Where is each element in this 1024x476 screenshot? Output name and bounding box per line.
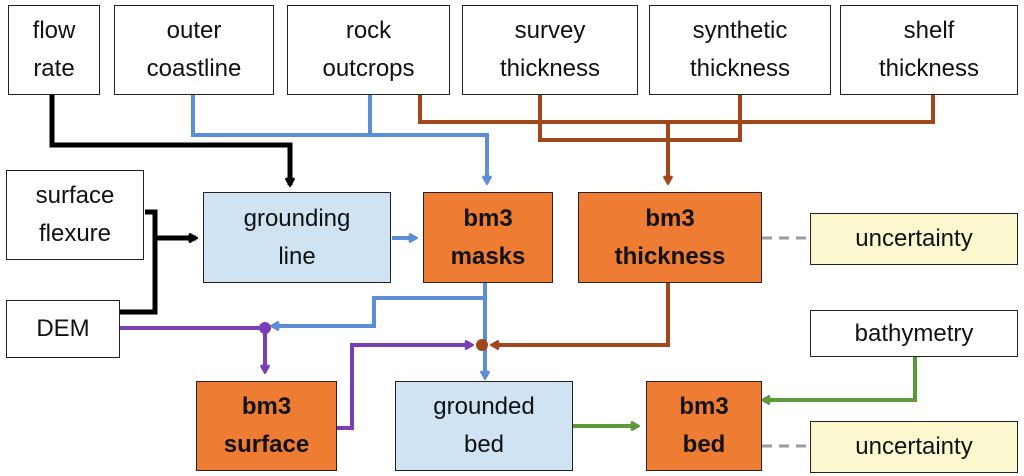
junction-dot-purple (259, 322, 271, 334)
node-grounded-bed-line2: bed (463, 431, 505, 458)
node-dem: DEM (6, 300, 120, 358)
node-outer-coastline: outer coastline (114, 5, 274, 95)
node-flow-rate: flow rate (8, 5, 100, 95)
node-grounding-line: grounding line (203, 192, 391, 283)
node-flow-rate-line2: rate (33, 55, 75, 82)
edge-flowrate-groundingline (49, 95, 290, 185)
node-survey-thickness-line1: survey (514, 17, 586, 44)
node-uncertainty-top-label: uncertainty (855, 225, 973, 252)
node-grounded-bed-line1: grounded (433, 393, 535, 420)
node-survey-thickness: survey thickness (462, 5, 638, 95)
edge-surface-junction (337, 345, 472, 430)
node-bm3-thickness: bm3 thickness (578, 192, 762, 283)
node-bm3-masks: bm3 masks (423, 192, 553, 283)
node-rock-outcrops: rock outcrops (287, 5, 450, 95)
node-bm3-surface-line2: surface (223, 431, 310, 458)
node-outer-coastline-line2: coastline (146, 55, 242, 82)
node-bm3-masks-line1: bm3 (463, 204, 513, 232)
edge-bm3thickness-junction (492, 283, 670, 345)
node-bm3-surface: bm3 surface (196, 381, 337, 471)
node-outer-coastline-line1: outer (166, 17, 222, 44)
node-uncertainty-bottom: uncertainty (810, 421, 1018, 473)
node-rock-outcrops-line2: outcrops (322, 55, 415, 82)
node-shelf-thickness-line2: thickness (878, 55, 980, 82)
node-surface-flexure-line2: flexure (38, 220, 112, 247)
junction-dot-brown (476, 339, 488, 351)
node-bm3-masks-line2: masks (450, 242, 526, 270)
edge-dem-surface (120, 326, 265, 372)
node-surface-flexure: surface flexure (6, 170, 144, 260)
node-shelf-thickness: shelf thickness (840, 5, 1018, 95)
node-uncertainty-bottom-label: uncertainty (855, 433, 973, 460)
node-rock-outcrops-line1: rock (345, 17, 392, 44)
node-uncertainty-top: uncertainty (810, 213, 1018, 265)
node-bathymetry-label: bathymetry (854, 319, 974, 347)
node-bm3-bed-line2: bed (682, 431, 726, 458)
node-grounded-bed: grounded bed (395, 381, 573, 471)
node-shelf-thickness-line1: shelf (903, 17, 955, 44)
node-synthetic-thickness: synthetic thickness (649, 5, 831, 95)
edge-bathymetry-bm3bed (763, 356, 917, 400)
node-bm3-surface-line1: bm3 (241, 393, 292, 420)
node-dem-label: DEM (36, 315, 90, 342)
node-survey-thickness-line2: thickness (499, 55, 601, 82)
node-flow-rate-line1: flow (32, 17, 76, 44)
node-synthetic-thickness-line2: thickness (689, 55, 791, 82)
node-bathymetry: bathymetry (810, 310, 1018, 357)
edge-coastline-masks (191, 95, 487, 183)
node-synthetic-thickness-line1: synthetic (692, 17, 788, 44)
node-surface-flexure-line1: surface (35, 182, 115, 209)
node-bm3-bed: bm3 bed (646, 381, 762, 471)
node-bm3-bed-line1: bm3 (679, 393, 729, 420)
edge-masks-surface (272, 296, 485, 326)
node-grounding-line-line1: grounding (243, 204, 351, 232)
node-grounding-line-line2: line (278, 242, 316, 270)
node-bm3-thickness-line2: thickness (614, 242, 726, 270)
node-bm3-thickness-line1: bm3 (645, 204, 695, 232)
edge-thickness-sources (418, 95, 935, 142)
